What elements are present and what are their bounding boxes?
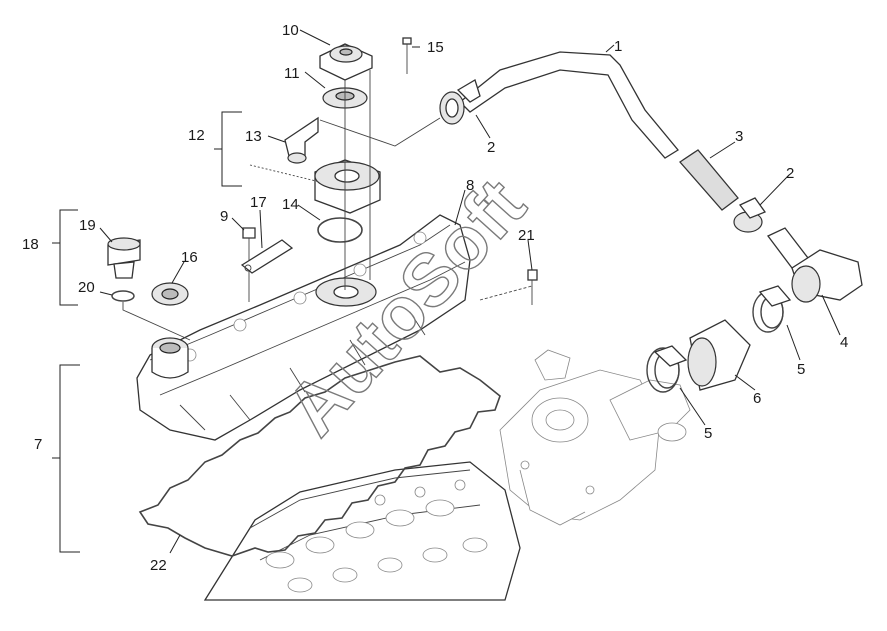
part-label-6: 6: [753, 390, 761, 407]
part-label-15: 15: [427, 39, 444, 56]
valve-cover-drawing: [136, 214, 471, 441]
small-parts-drawing: [107, 227, 538, 306]
part-label-2a: 2: [487, 139, 495, 156]
turbocharger-drawing: [499, 349, 691, 526]
part-label-22: 22: [150, 557, 167, 574]
cylinder-head-drawing: [203, 461, 521, 601]
valve-cover-gasket-drawing: [138, 355, 501, 557]
bracket-18: [52, 209, 78, 306]
part-label-11: 11: [284, 65, 300, 82]
part-label-16: 16: [181, 249, 198, 266]
part-label-13: 13: [245, 128, 262, 145]
part-label-3: 3: [735, 128, 743, 145]
part-label-8: 8: [466, 177, 474, 194]
part-label-18: 18: [22, 236, 39, 253]
part-label-4: 4: [840, 334, 848, 351]
intake-hose-drawing: [646, 285, 792, 393]
part-label-1: 1: [614, 38, 622, 55]
part-label-21: 21: [518, 227, 535, 244]
corrugated-sleeve-drawing: [679, 149, 739, 211]
leader-lines: [99, 29, 841, 554]
part-number-labels: 1 2 2 3 4 5 5 6 7 8 9 10 11 12 13 14 15 …: [22, 22, 848, 574]
part-label-19: 19: [79, 217, 96, 234]
part-label-2b: 2: [786, 165, 794, 182]
part-label-10: 10: [282, 22, 299, 39]
breather-pipe-drawing: [439, 51, 863, 303]
part-label-20: 20: [78, 279, 95, 296]
bracket-7: [52, 364, 80, 553]
part-label-9: 9: [220, 208, 228, 225]
bracket-12: [214, 111, 242, 187]
breather-assembly-drawing: [284, 37, 412, 290]
part-label-5a: 5: [704, 425, 712, 442]
part-label-5b: 5: [797, 361, 805, 378]
part-label-12: 12: [188, 127, 205, 144]
part-label-14: 14: [282, 196, 299, 213]
part-label-7: 7: [34, 436, 42, 453]
part-label-17: 17: [250, 194, 267, 211]
